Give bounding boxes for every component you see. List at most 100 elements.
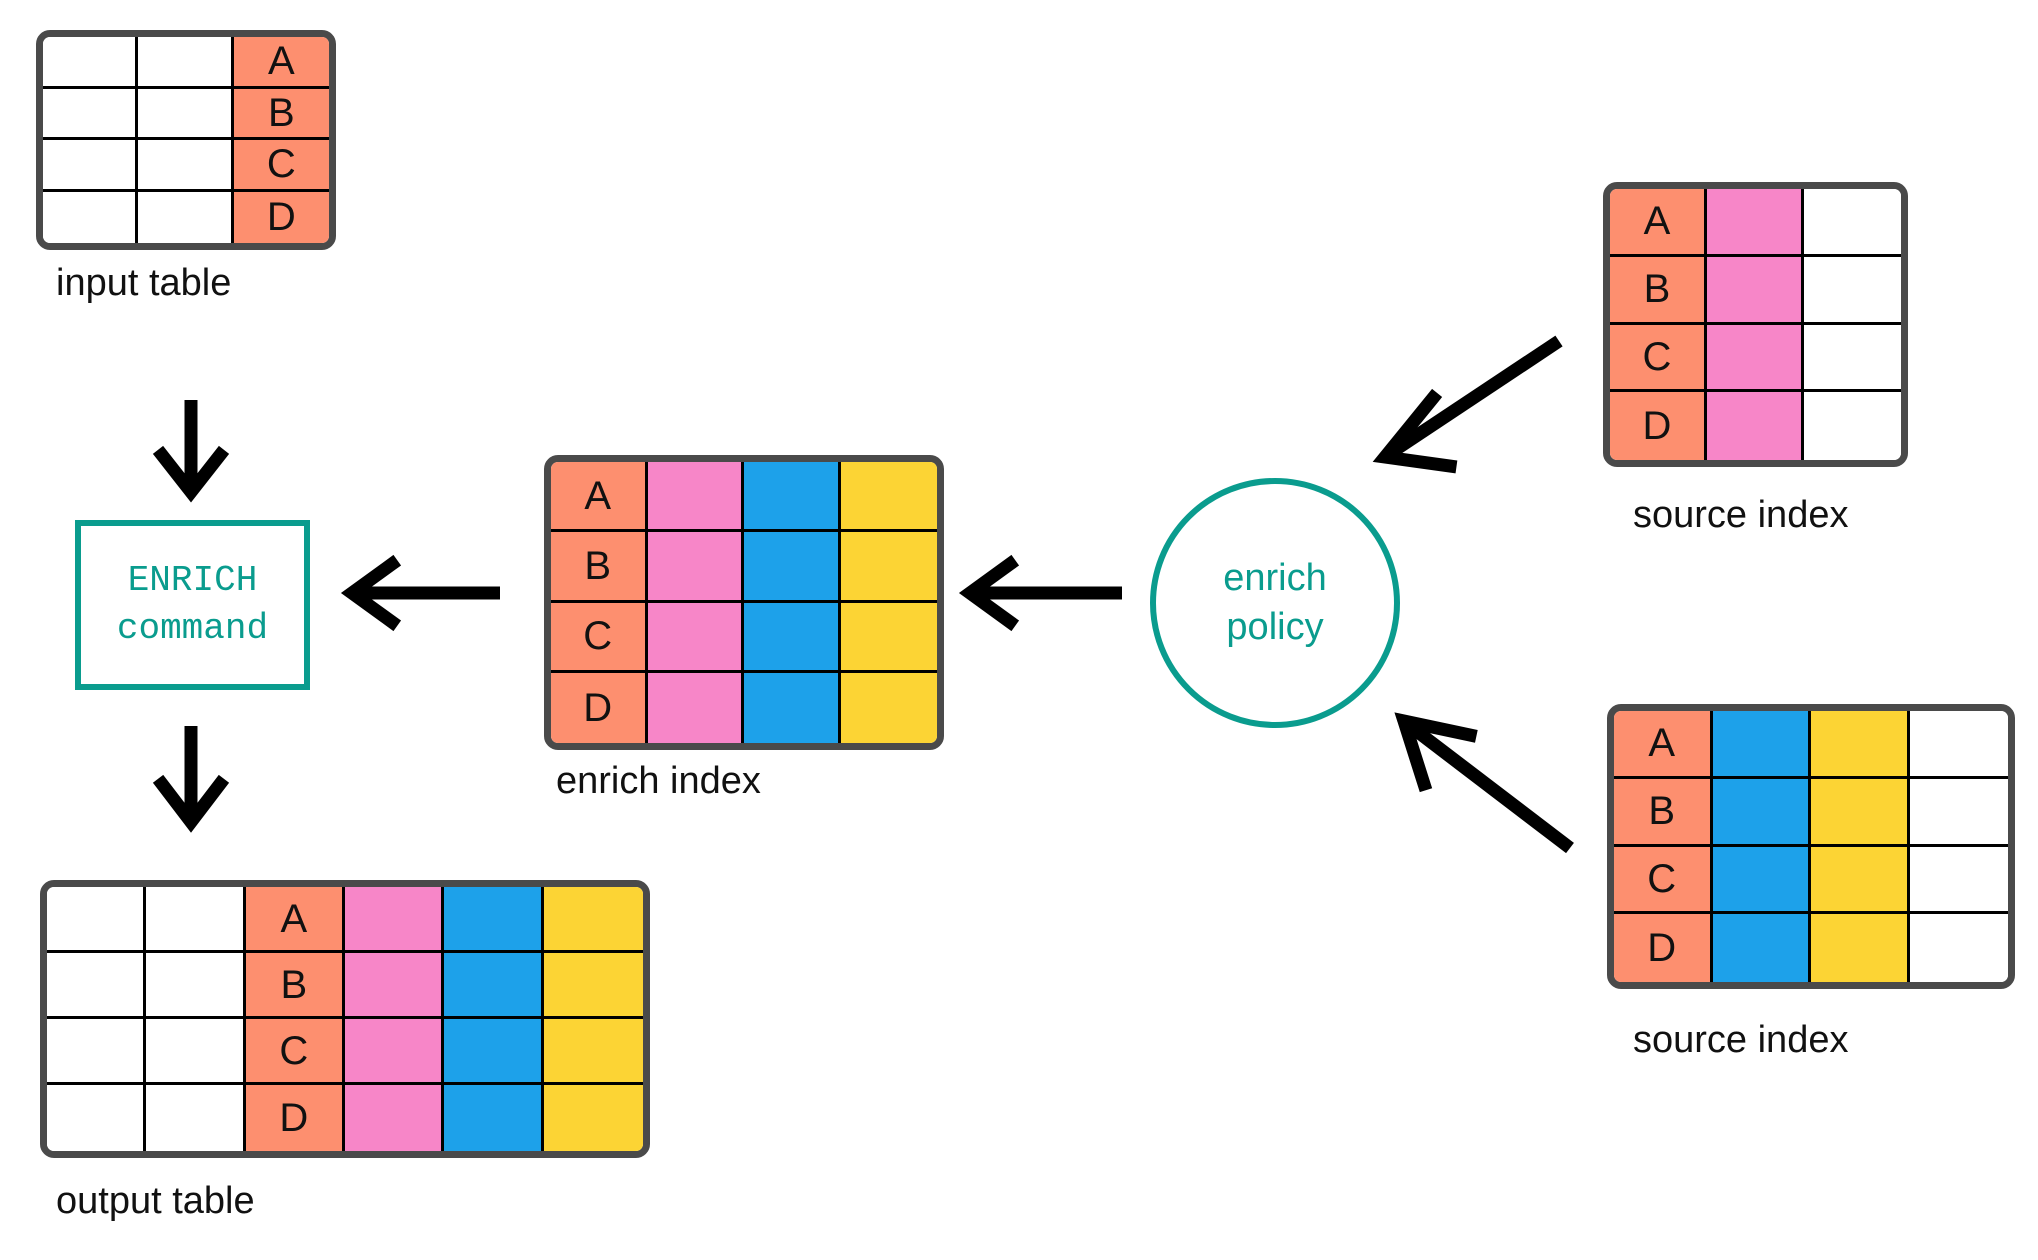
table-cell — [146, 887, 246, 953]
table-cell — [1707, 392, 1804, 460]
table-cell: D — [233, 191, 329, 243]
table-cell: A — [1614, 711, 1713, 779]
table-cell — [1909, 778, 2008, 847]
table-cell — [647, 532, 744, 603]
table-cell — [146, 1019, 246, 1085]
table-cell — [840, 602, 937, 673]
table-cell: C — [1610, 324, 1707, 393]
table-cell — [1804, 392, 1901, 460]
table-cell — [444, 953, 544, 1019]
table-cell — [1707, 189, 1804, 257]
table-cell: A — [1610, 189, 1707, 257]
table-cell: A — [551, 462, 648, 533]
table-cell — [1909, 711, 2008, 779]
enrich-command-box[interactable]: ENRICH command — [75, 520, 310, 690]
table-cell — [647, 602, 744, 673]
table-cell — [345, 1019, 445, 1085]
table-cell: B — [1610, 256, 1707, 325]
table-cell: C — [551, 602, 648, 673]
table-cell — [146, 1085, 246, 1151]
table-cell — [1811, 711, 1910, 779]
table-cell — [543, 1085, 643, 1151]
table-cell — [345, 1085, 445, 1151]
table-cell — [1811, 914, 1910, 982]
table-cell — [47, 1019, 147, 1085]
table-cell — [647, 462, 744, 533]
table-cell: A — [245, 887, 345, 953]
table-cell: B — [1614, 778, 1713, 847]
table-cell — [543, 887, 643, 953]
table-cell — [840, 462, 937, 533]
table-cell — [647, 672, 744, 743]
enrich-index-caption: enrich index — [556, 760, 761, 802]
table-cell: C — [245, 1019, 345, 1085]
table-cell — [43, 140, 139, 192]
table-cell — [47, 887, 147, 953]
table-cell — [1804, 256, 1901, 325]
arrow-policy-to-enrich-index — [958, 554, 1122, 632]
table-cell — [1707, 324, 1804, 393]
table-cell: D — [1610, 392, 1707, 460]
table-cell — [543, 1019, 643, 1085]
table-cell — [138, 37, 234, 89]
table-cell — [1712, 711, 1811, 779]
table-cell — [345, 953, 445, 1019]
table-cell — [138, 88, 234, 140]
table-cell — [1712, 846, 1811, 915]
table-cell — [744, 602, 841, 673]
table-cell — [744, 462, 841, 533]
table-cell — [1811, 846, 1910, 915]
table-cell — [1804, 324, 1901, 393]
arrow-source-top-to-policy — [1372, 335, 1563, 474]
table-cell: D — [1614, 914, 1713, 982]
table-cell: B — [551, 532, 648, 603]
table-cell — [43, 191, 139, 243]
table-cell — [1712, 914, 1811, 982]
table-cell: B — [233, 88, 329, 140]
table-cell: A — [233, 37, 329, 89]
table-cell — [444, 1019, 544, 1085]
table-cell — [840, 672, 937, 743]
table-cell — [146, 953, 246, 1019]
arrow-enrich-index-to-command — [340, 554, 500, 632]
table-cell — [1804, 189, 1901, 257]
table-cell — [1707, 256, 1804, 325]
table-cell — [43, 88, 139, 140]
table-cell — [1909, 914, 2008, 982]
enrich-policy-line1: enrich — [1223, 557, 1327, 600]
input-table-caption: input table — [56, 262, 232, 304]
arrow-source-bottom-to-policy — [1394, 712, 1574, 854]
table-cell — [345, 887, 445, 953]
table-cell — [1909, 846, 2008, 915]
table-cell — [1712, 778, 1811, 847]
table-cell — [744, 672, 841, 743]
source-index-top-caption: source index — [1633, 494, 1849, 536]
table-cell — [444, 1085, 544, 1151]
table-cell: C — [1614, 846, 1713, 915]
table-cell — [43, 37, 139, 89]
arrow-input-to-command — [152, 400, 230, 503]
table-cell — [543, 953, 643, 1019]
enrich-policy-line2: policy — [1226, 606, 1324, 648]
table-cell — [47, 953, 147, 1019]
table-cell — [840, 532, 937, 603]
enrich-command-line1: ENRICH — [127, 560, 258, 602]
table-cell: C — [233, 140, 329, 192]
enrich-command-line2: command — [116, 608, 269, 649]
enrich-policy-node[interactable]: enrich policy — [1150, 478, 1400, 728]
table-cell: D — [245, 1085, 345, 1151]
table-cell: B — [245, 953, 345, 1019]
output-table-caption: output table — [56, 1180, 255, 1222]
table-cell: D — [551, 672, 648, 743]
table-cell — [138, 140, 234, 192]
table-cell — [744, 532, 841, 603]
table-cell — [138, 191, 234, 243]
arrow-command-to-output — [152, 726, 230, 833]
table-cell — [47, 1085, 147, 1151]
